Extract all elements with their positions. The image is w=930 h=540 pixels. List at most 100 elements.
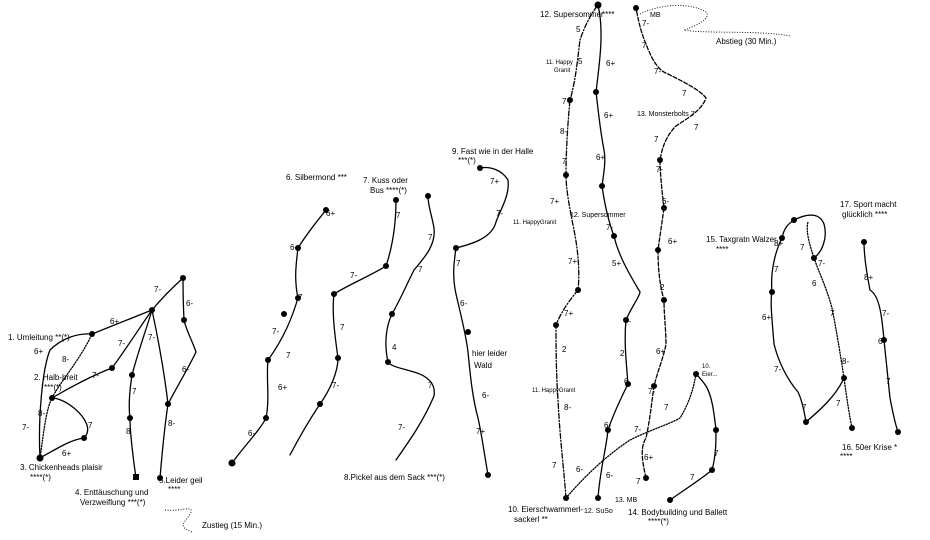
bolt: [89, 331, 95, 337]
bolt: [563, 172, 569, 178]
bolt: [465, 329, 471, 335]
grade-label: 7: [552, 461, 557, 470]
grade-label: 8-: [62, 355, 69, 364]
grade-label: 5: [578, 57, 583, 66]
grade-label: 6+: [762, 313, 771, 322]
bolt: [295, 245, 301, 251]
bolt: [667, 497, 673, 503]
bolt: [385, 359, 391, 365]
route-label: ****(*): [30, 473, 51, 482]
route-label: 7. Kuss oder: [363, 176, 408, 185]
bolt: [36, 454, 44, 462]
grade-label: 6+: [278, 383, 287, 392]
grade-label: 5+: [612, 259, 621, 268]
bolt: [133, 474, 139, 480]
bolt: [81, 435, 87, 441]
route-16-line: [806, 221, 853, 429]
grade-label: 7-: [398, 423, 405, 432]
grade-label: 7-: [624, 317, 631, 326]
route-label: 12. SuSo: [584, 508, 613, 515]
forest-note: Wald: [474, 361, 492, 370]
grade-label: 7-: [648, 387, 655, 396]
grade-label: 7: [802, 403, 807, 412]
grade-label: 6+: [656, 347, 665, 356]
grade-label: 6-: [662, 197, 669, 206]
grade-label: 6: [812, 279, 817, 288]
grade-label: 7: [636, 477, 641, 486]
grade-label: 7: [396, 211, 401, 220]
bolt: [149, 307, 155, 313]
route-16-line-b: [805, 377, 845, 423]
bolt: [228, 459, 236, 467]
bolt: [129, 372, 135, 378]
bolt: [693, 371, 699, 377]
route-label: 3. Chickenheads plaisir: [20, 463, 103, 472]
route-label: 13. MB: [615, 497, 638, 504]
bolt: [643, 475, 649, 481]
bolt: [485, 472, 491, 478]
grade-label: 7: [690, 473, 695, 482]
descent-label: Abstieg (30 Min.): [716, 37, 777, 46]
bolt: [593, 89, 599, 95]
bolts: [36, 1, 901, 503]
grade-label: 6+: [644, 453, 653, 462]
grade-label: 6-: [482, 391, 489, 400]
route-label: 12. Supersommer: [570, 212, 626, 219]
bolt: [453, 245, 459, 251]
bolt: [849, 425, 855, 431]
grade-label: 2: [660, 283, 665, 292]
grade-label: 6-: [186, 299, 193, 308]
bolt: [633, 5, 639, 11]
grade-label: 8-: [564, 403, 571, 412]
route-12-line: [595, 4, 641, 499]
route-4-5-link: [151, 309, 169, 405]
grade-label: 2: [562, 345, 567, 354]
route-label: 17. Sport macht: [840, 200, 897, 209]
grade-label: 6-: [576, 465, 583, 474]
route-6-line: [231, 209, 327, 464]
grade-label: 6+: [62, 449, 71, 458]
grade-label: 7: [428, 381, 433, 390]
route-label: 11. Happy: [546, 60, 573, 66]
bolt: [383, 263, 389, 269]
grade-label: 8-: [842, 357, 849, 366]
bolt: [477, 165, 483, 171]
grade-label: 6-: [182, 365, 189, 374]
route-label: Verzweiflung ***(*): [80, 498, 146, 507]
grade-label: 7-: [92, 371, 99, 380]
grade-label: 7-: [332, 381, 339, 390]
bolt: [713, 427, 719, 433]
bolt: [803, 419, 809, 425]
bolt: [265, 357, 271, 363]
bolt: [595, 495, 601, 501]
grade-label: 7: [654, 135, 659, 144]
bolt: [295, 295, 301, 301]
route-label: 16. 50er Krise *: [842, 443, 897, 452]
bolt: [181, 317, 187, 323]
approach-label: Zustieg (15 Min.): [202, 521, 262, 530]
grade-label: 7-: [882, 309, 889, 318]
grade-label: 7-: [656, 165, 663, 174]
bolt: [425, 193, 431, 199]
grade-label: 7-: [774, 365, 781, 374]
route-label: Eier...: [702, 372, 718, 378]
route-label: ***(*): [458, 156, 476, 165]
bolt: [599, 183, 605, 189]
route-label: 6. Silbermond ***: [286, 173, 347, 182]
grade-label: 7: [88, 421, 93, 430]
grade-label: 6+: [326, 209, 335, 218]
route-label: ****: [168, 485, 180, 494]
grade-label: 8-: [560, 127, 567, 136]
grade-label: 7+: [476, 427, 485, 436]
grade-label: 8-: [38, 409, 45, 418]
route-label: Granit: [554, 68, 571, 74]
route-label: sackerl **: [514, 515, 548, 524]
grade-label: 7-: [350, 271, 357, 280]
bolt: [779, 235, 785, 241]
route-label: 4. Enttäuschung und: [75, 488, 148, 497]
grade-label: 7-: [654, 67, 661, 76]
bolt: [281, 311, 287, 317]
bolt: [611, 233, 617, 239]
grade-label: 6-: [604, 421, 611, 430]
